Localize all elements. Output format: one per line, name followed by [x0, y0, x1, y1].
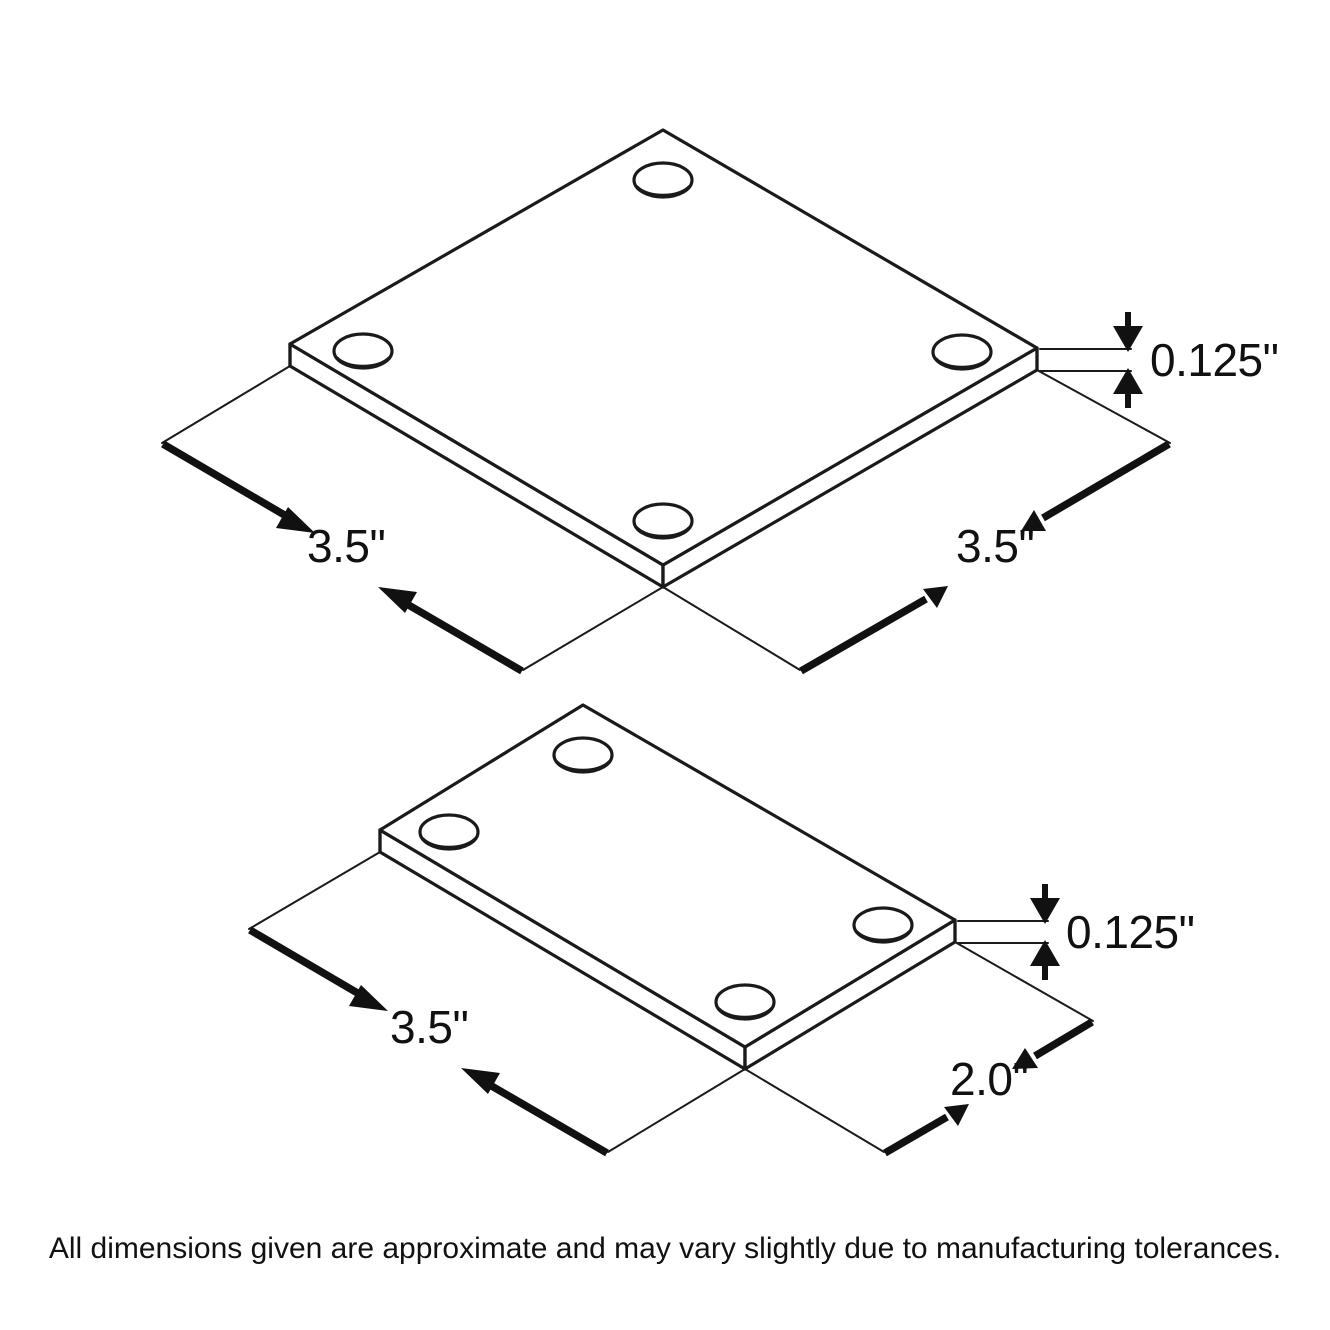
square-dim-left-arrow-b-shaft: [398, 596, 524, 675]
square-dim-right-arrow-b-head: [923, 586, 948, 608]
rect-dim-left-ext-lower: [607, 1068, 746, 1153]
rect-dim-thickness-arrow-top-head: [1030, 898, 1060, 924]
square-dim-right-arrow-b-shaft: [799, 595, 928, 675]
rect-dim-left-arrow-b-shaft: [481, 1077, 609, 1157]
square-plate-hole-top: [632, 161, 694, 199]
rect-plate-hole-bottom: [714, 983, 776, 1021]
rect-dim-right-arrow-b-shaft: [883, 1113, 949, 1157]
square-dim-thickness-arrow-top-head: [1113, 326, 1143, 352]
rect-plate-hole-left: [418, 813, 480, 851]
square-plate-hole-right: [931, 333, 993, 371]
square-plate-dim-thickness-group: 0.125": [1039, 312, 1279, 408]
square-dim-left-ext-lower: [522, 586, 664, 671]
rect-dim-right-ext-upper: [954, 941, 1094, 1022]
rect-plate-dim-right-group: 2.0": [744, 941, 1094, 1157]
rect-plate-left-dimension-label: 3.5": [390, 1001, 468, 1053]
square-plate-dim-left-group: 3.5": [161, 365, 664, 675]
square-plate-left-dimension-label: 3.5": [307, 520, 385, 572]
square-plate-hole-bottom: [632, 502, 694, 540]
square-dim-left-arrow-b-head: [378, 587, 417, 613]
rect-plate-hole-top: [552, 736, 614, 774]
square-dim-right-ext-upper: [1036, 369, 1171, 444]
square-dim-right-ext-lower: [662, 586, 801, 671]
rect-dim-right-arrow-a-shaft: [1033, 1018, 1094, 1060]
rect-dim-left-arrow-a-shaft: [248, 926, 368, 1002]
rect-plate-dim-left-group: 3.5": [248, 851, 746, 1157]
square-dim-left-ext-upper: [161, 365, 291, 444]
square-dim-right-arrow-a-shaft: [1041, 440, 1171, 522]
rectangular-plate-group: [378, 703, 957, 1071]
rect-plate-dim-thickness-group: 0.125": [957, 884, 1195, 980]
drawing-caption: All dimensions given are approximate and…: [49, 1232, 1281, 1265]
square-dim-left-arrow-a-head: [276, 507, 315, 533]
square-dim-right-arrow-a-head: [1021, 510, 1046, 531]
rect-plate-thickness-dimension-label: 0.125": [1066, 906, 1194, 958]
square-plate-thickness-dimension-label: 0.125": [1150, 334, 1278, 386]
rect-dim-thickness-arrow-bottom-head: [1030, 940, 1060, 966]
square-plate-right-dimension-label: 3.5": [956, 520, 1034, 572]
rect-dim-right-arrow-b-head: [944, 1104, 969, 1126]
rect-dim-right-arrow-a-head: [1012, 1048, 1038, 1069]
square-plate-hole-left: [332, 332, 394, 370]
rect-plate-right-dimension-label: 2.0": [950, 1053, 1028, 1105]
rect-dim-left-ext-upper: [248, 851, 381, 930]
rect-dim-right-ext-lower: [744, 1068, 885, 1153]
square-plate-group: [288, 128, 1039, 589]
square-dim-left-arrow-a-shaft: [161, 440, 295, 524]
rect-dim-left-arrow-b-head: [461, 1068, 500, 1094]
rect-dim-left-arrow-a-head: [349, 985, 388, 1011]
square-dim-thickness-arrow-bottom-head: [1113, 368, 1143, 394]
square-plate-dim-right-group: 3.5": [662, 369, 1171, 675]
rect-plate-hole-right: [852, 906, 914, 944]
